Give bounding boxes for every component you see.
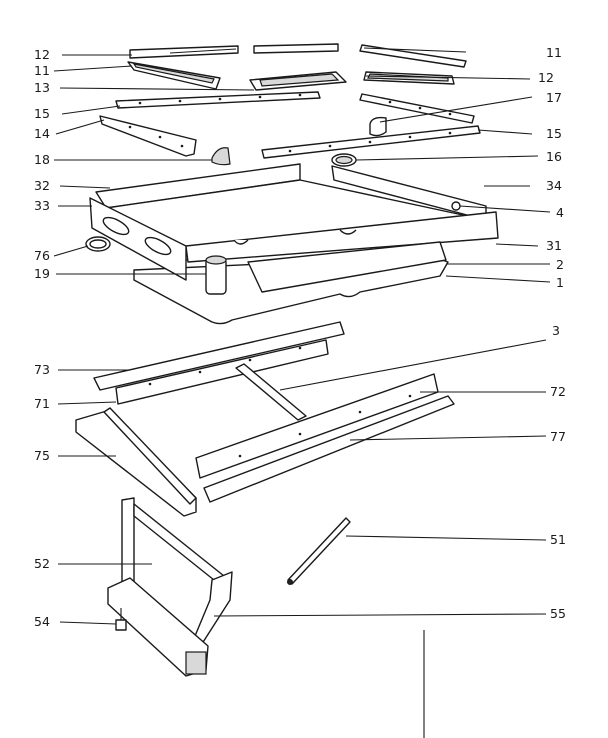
- skirt-board-77: [203, 395, 455, 503]
- callout-14: 14: [34, 126, 50, 141]
- leg-assembly-52: [107, 497, 233, 677]
- callout-55: 55: [550, 606, 566, 621]
- callout-15-right: 15: [546, 126, 562, 141]
- callout-11-top-right: 11: [546, 45, 562, 60]
- cross-member-3: [235, 363, 307, 421]
- callout-72: 72: [550, 384, 566, 399]
- callout-32: 32: [34, 178, 50, 193]
- callout-17: 17: [546, 90, 562, 105]
- rail-13-center: [249, 71, 347, 91]
- callout-12-right: 12: [538, 70, 554, 85]
- callout-71: 71: [34, 396, 50, 411]
- rail-11-left: [127, 61, 221, 90]
- pocket-ring-16: [331, 153, 357, 167]
- callout-34: 34: [546, 178, 562, 193]
- rail-cap-12-left: [129, 45, 239, 59]
- callout-52: 52: [34, 556, 50, 571]
- callout-4: 4: [556, 205, 564, 220]
- callout-54: 54: [34, 614, 50, 629]
- callout-3: 3: [552, 323, 560, 338]
- rail-cap-center-top: [253, 43, 339, 54]
- callout-13: 13: [34, 80, 50, 95]
- pocket-liner-17: [369, 116, 387, 137]
- callout-73: 73: [34, 362, 50, 377]
- callout-18: 18: [34, 152, 50, 167]
- corner-pocket-18: [211, 147, 231, 166]
- callout-77: 77: [550, 429, 566, 444]
- callout-labels: 12 11 11 12 13 17 15 15 14 18 16 32 34 3…: [34, 45, 566, 629]
- rail-15-left: [115, 91, 321, 109]
- frame-board-73: [93, 321, 345, 391]
- callout-15-left: 15: [34, 106, 50, 121]
- rail-15-right: [261, 125, 481, 159]
- cabinet-body: [89, 163, 499, 325]
- rail-11-right: [363, 71, 455, 85]
- leader-lines: [53, 47, 551, 625]
- callout-19: 19: [34, 266, 50, 281]
- ring-76: [85, 236, 111, 252]
- callout-11-left: 11: [34, 63, 50, 78]
- callout-12-top-left: 12: [34, 47, 50, 62]
- callout-51: 51: [550, 532, 566, 547]
- callout-33: 33: [34, 198, 50, 213]
- end-rail-75: [75, 407, 197, 517]
- callout-16: 16: [546, 149, 562, 164]
- rail-17-right: [359, 93, 475, 124]
- callout-75: 75: [34, 448, 50, 463]
- callout-2: 2: [556, 257, 564, 272]
- rail-cap-12-right: [359, 44, 467, 68]
- frame-rail-72: [195, 373, 439, 479]
- support-rod-51: [287, 517, 351, 585]
- callout-1: 1: [556, 275, 564, 290]
- frame-rail-71: [115, 339, 329, 405]
- rail-14-left: [99, 115, 197, 157]
- callout-76: 76: [34, 248, 50, 263]
- callout-31: 31: [546, 238, 562, 253]
- leveler-foot-54: [115, 608, 127, 631]
